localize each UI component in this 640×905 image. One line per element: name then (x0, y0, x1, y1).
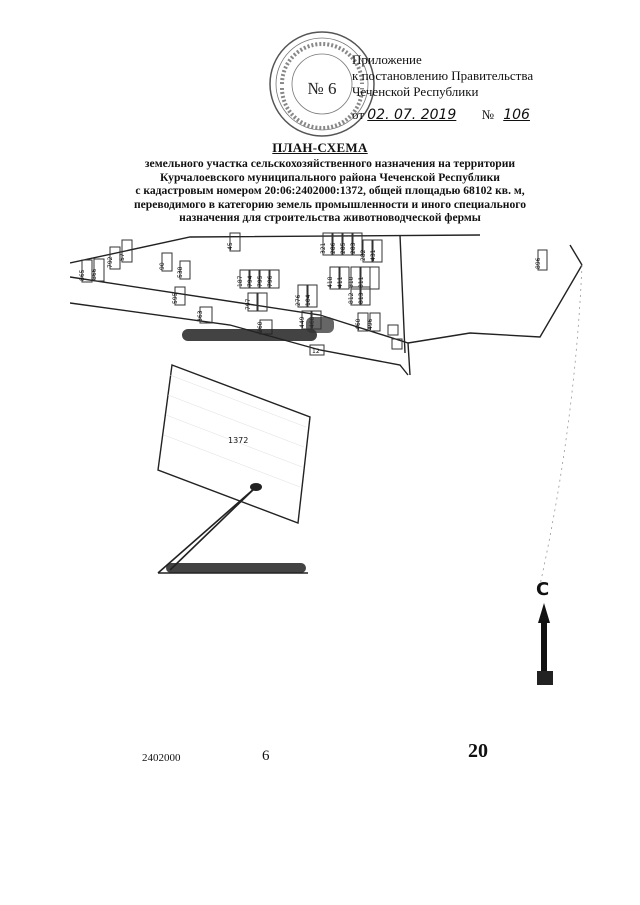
north-arrow: С (536, 579, 553, 685)
plot-label: 797 (245, 298, 252, 310)
plot-label: 449 (299, 316, 306, 328)
subtitle-line-3: с кадастровым номером 20:06:2402000:1372… (135, 184, 525, 197)
plot-label: 104 (305, 294, 312, 306)
plot-label: 260 (257, 321, 264, 333)
cadastral-map: 865 866 792 57 90 538 595 45 187 794 795… (70, 232, 583, 586)
sheet-number: 6 (262, 748, 270, 764)
plot-label: 418 (327, 276, 334, 288)
appendix-date-line: от 02. 07. 2019 № 106 (352, 107, 533, 123)
plot-label: 45 (227, 242, 234, 250)
plot-label: 866 (91, 268, 98, 280)
plot-label: 795 (257, 275, 264, 287)
plot-label: 282 (360, 249, 367, 261)
appendix-header: Приложение к постановлению Правительства… (352, 52, 533, 123)
north-label: С (536, 579, 549, 600)
plot-label: 896 (535, 257, 542, 269)
subtitle-line-1: земельного участка сельскохозяйственного… (144, 157, 516, 170)
resolution-number: 106 (503, 107, 530, 123)
plot-label: 283 (350, 242, 357, 254)
appendix-line-3: Чеченской Республики (352, 84, 479, 99)
redacted-text (306, 317, 334, 333)
subtitle-line-4: переводимого в категорию земель промышле… (133, 197, 527, 211)
date-prefix: от (352, 107, 365, 122)
plot-label: 810 (348, 276, 355, 288)
road-network (70, 234, 583, 376)
resolution-date: 02. 07. 2019 (367, 107, 457, 123)
plot-label: 794 (247, 275, 254, 287)
plot-label: 865 (79, 269, 86, 281)
plot-label: 431 (370, 249, 377, 261)
plot-label: 812 (348, 292, 355, 304)
plot-label: 286 (330, 242, 337, 254)
appendix-line-2: к постановлению Правительства (352, 68, 534, 83)
document-title: ПЛАН-СХЕМА (272, 140, 368, 155)
appendix-line-1: Приложение (352, 52, 422, 67)
plot-label: 285 (340, 242, 347, 254)
plot-label: 813 (358, 292, 365, 304)
plot-label: 363 (197, 310, 204, 322)
plot-label: 321 (320, 242, 327, 254)
plot-label: 811 (358, 276, 365, 288)
plot-label: 792 (107, 256, 114, 268)
official-seal: № 6 (269, 31, 375, 137)
document-subtitle: земельного участка сельскохозяйственного… (60, 157, 600, 225)
plot-label: 187 (237, 275, 244, 287)
region-code: 20 (468, 740, 488, 762)
number-prefix: № (481, 107, 494, 122)
subtitle-line-5: назначения для строительства животноводч… (179, 211, 481, 224)
cadastral-block-code: 2402000 (142, 752, 181, 764)
plot-label: 538 (177, 266, 184, 278)
land-parcel-1372 (157, 364, 311, 524)
building-plots (81, 232, 548, 356)
plot-label: 57 (119, 253, 126, 261)
plot-label: 595 (172, 292, 179, 304)
plot-label: 796 (267, 275, 274, 287)
stamp-number: № 6 (308, 79, 337, 98)
plot-label: 496 (367, 318, 374, 330)
plot-label: 411 (337, 276, 344, 288)
boundary-line (539, 264, 583, 586)
plot-label: 90 (159, 262, 166, 270)
plot-label: 12 (312, 348, 320, 355)
redacted-text (182, 329, 317, 341)
plot-label: 276 (295, 294, 302, 306)
parcel-label: 1372 (228, 436, 248, 445)
subtitle-line-2: Курчалоевского муниципального района Чеч… (160, 170, 500, 184)
plot-label: 460 (355, 318, 362, 330)
leader-dot (250, 483, 262, 491)
redacted-text (166, 563, 306, 573)
